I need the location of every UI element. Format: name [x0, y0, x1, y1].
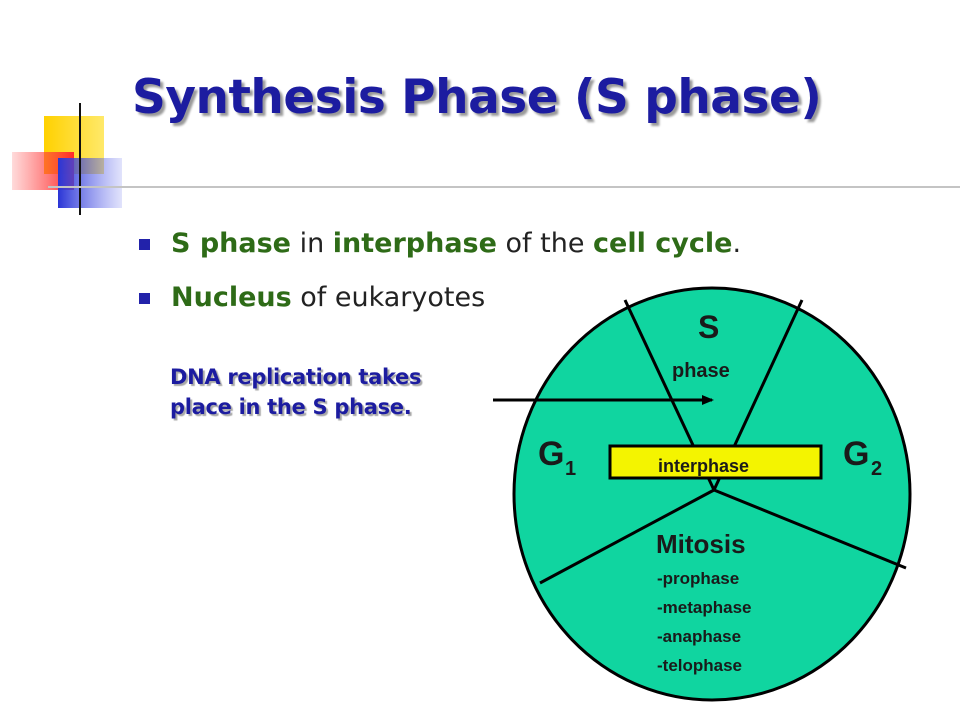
replication-callout: DNA replication takes place in the S pha…: [170, 362, 422, 422]
bullet-square-icon: [139, 293, 150, 304]
g2-subscript: 2: [871, 458, 882, 480]
s-word: phase: [672, 360, 730, 382]
bullet-part: S phase: [171, 228, 291, 259]
callout-line-1: DNA replication takes: [170, 365, 422, 389]
bullet-list: S phase in interphase of the cell cycle.…: [136, 222, 741, 330]
cell-cycle-circle: [512, 286, 912, 702]
bullet-item: Nucleus of eukaryotes: [136, 276, 741, 330]
interphase-box: [608, 444, 823, 480]
mitosis-stage: -metaphase: [657, 598, 751, 617]
bullet-item: S phase in interphase of the cell cycle.: [136, 222, 741, 276]
mitosis-stage: -prophase: [657, 569, 739, 588]
deco-blue-square: [58, 158, 122, 208]
bullet-square-icon: [139, 239, 150, 250]
bullet-part: in: [291, 228, 333, 259]
callout-line-2: place in the S phase.: [170, 395, 412, 419]
g1-letter: G: [538, 435, 564, 473]
bullet-part: Nucleus: [171, 282, 292, 313]
mitosis-label: Mitosis: [656, 529, 746, 559]
bullet-part: .: [732, 228, 742, 259]
bullet-part: cell cycle: [593, 228, 733, 259]
g1-subscript: 1: [565, 458, 576, 480]
mitosis-stage: -telophase: [657, 656, 742, 675]
interphase-label: interphase: [658, 456, 749, 476]
bullet-part: interphase: [332, 228, 497, 259]
mitosis-stage: -anaphase: [657, 627, 741, 646]
g2-letter: G: [843, 435, 869, 473]
page-title: Synthesis Phase (S phase): [132, 70, 822, 125]
divider-mitosis-right: [713, 488, 907, 570]
corner-decoration: [12, 103, 960, 215]
bullet-part: of the: [496, 228, 594, 259]
s-letter: S: [698, 309, 719, 345]
bullet-part: of eukaryotes: [291, 282, 486, 313]
divider-mitosis-left: [539, 488, 715, 585]
